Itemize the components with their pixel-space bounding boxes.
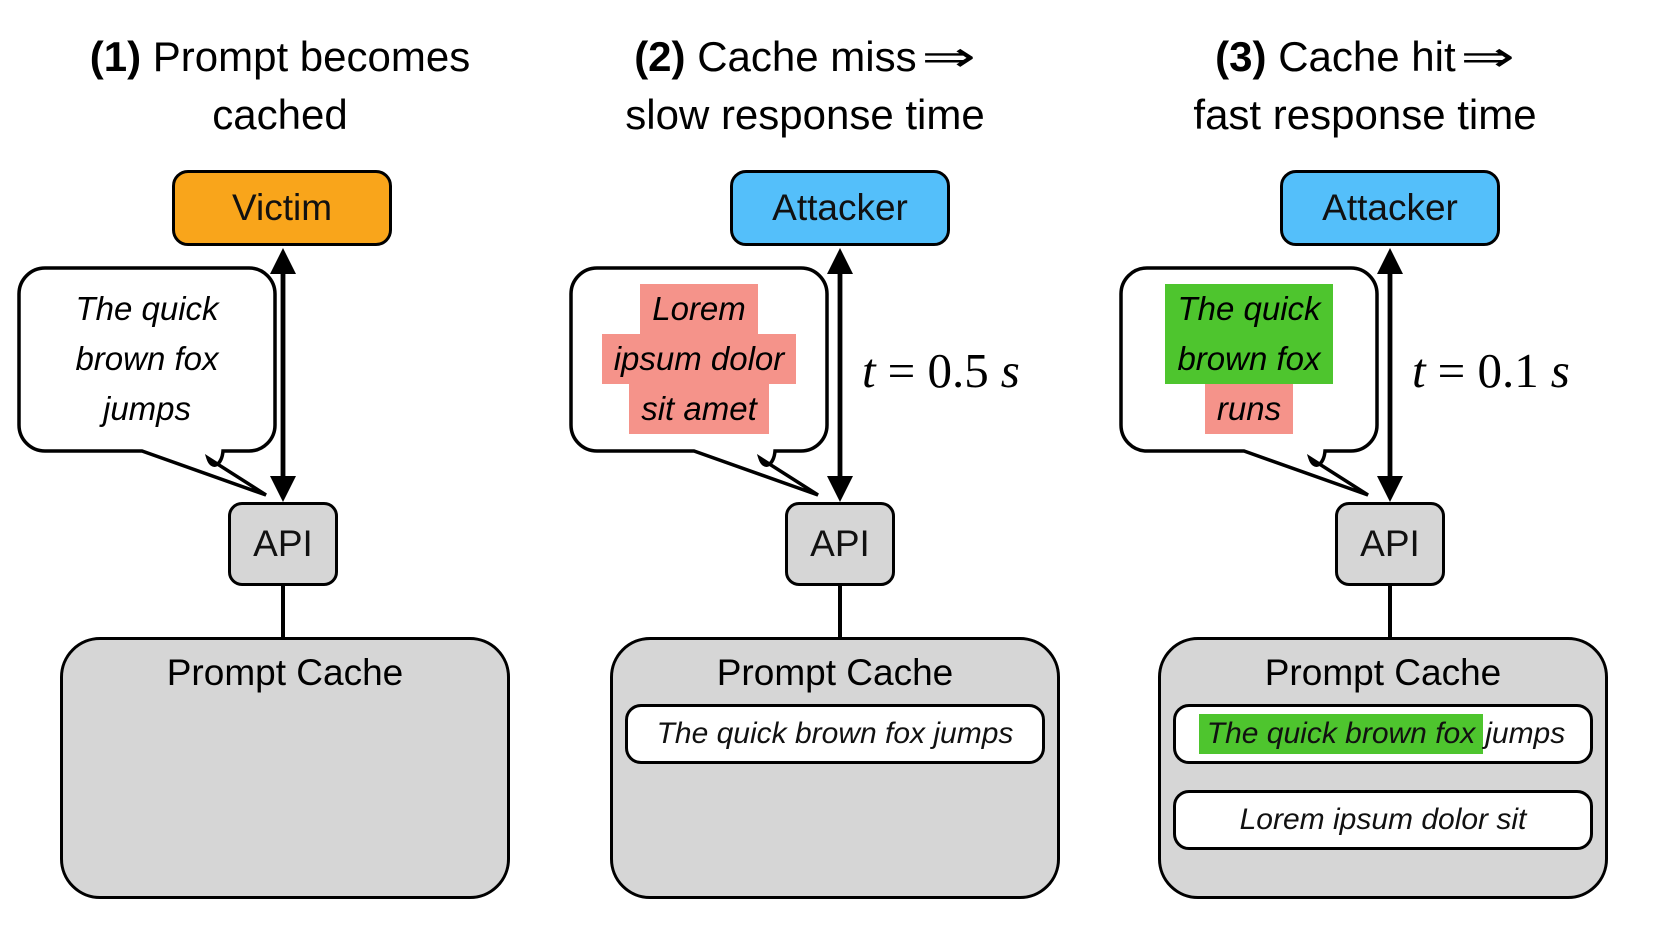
prompt-cache-title: Prompt Cache	[716, 652, 954, 693]
bubble-line: brown fox	[1165, 334, 1333, 384]
cache-entry-segment: jumps	[1485, 717, 1566, 750]
prompt-cache-box: Prompt Cache The quick brown fox jumps	[610, 637, 1060, 899]
bubble-line: The quick	[75, 290, 219, 327]
bubble-line: The quick	[1165, 284, 1333, 334]
cache-entry: The quick brown fox jumps	[625, 704, 1045, 764]
bubble-text: The quick brown fox runs	[1124, 273, 1374, 445]
bubble-line: Lorem	[640, 284, 758, 334]
cache-entry-segment: Lorem ipsum dolor sit	[1239, 803, 1527, 836]
cache-entry-segment: The quick brown fox jumps	[656, 717, 1014, 750]
api-cache-connector	[838, 584, 842, 639]
implies-arrow-icon: ⇒	[1459, 33, 1515, 80]
actor-label: Attacker	[1322, 187, 1458, 228]
panel-title-line2: cached	[212, 91, 348, 138]
bidirectional-arrow	[270, 248, 296, 502]
time-variable: t	[1412, 343, 1426, 398]
api-cache-connector	[281, 584, 285, 639]
panel-title-line1: (1) Prompt becomes	[89, 33, 471, 80]
bubble-text: Lorem ipsum dolor sit amet	[574, 273, 824, 445]
time-unit: s	[1000, 343, 1020, 398]
bubble-line: brown fox	[75, 340, 219, 377]
cache-entry: The quick brown fox jumps	[1173, 704, 1593, 764]
attacker-box: Attacker	[1280, 170, 1500, 246]
implies-arrow-icon: ⇒	[920, 33, 976, 80]
prompt-speech-bubble: The quick brown fox jumps	[16, 265, 278, 505]
prompt-cache-title: Prompt Cache	[1264, 652, 1502, 693]
api-box: API	[228, 502, 338, 586]
time-value: = 0.1	[1437, 343, 1539, 398]
api-label: API	[253, 523, 313, 564]
api-label: API	[810, 523, 870, 564]
bubble-text: The quick brown fox jumps	[22, 273, 272, 445]
step-number: (2)	[634, 33, 686, 80]
speech-bubble-shape	[17, 266, 277, 497]
bubble-line: sit amet	[629, 384, 769, 434]
panel-title: (2) Cache miss⇒ slow response time	[545, 28, 1065, 144]
actor-label: Victim	[231, 187, 333, 228]
panel-title-line1: (2) Cache miss⇒	[545, 28, 1065, 86]
time-unit: s	[1550, 343, 1570, 398]
prompt-cache-box: Prompt Cache The quick brown fox jumps L…	[1158, 637, 1608, 899]
panel-title-line2: fast response time	[1193, 91, 1537, 138]
cache-entry-segment: The quick brown fox	[1198, 714, 1484, 754]
prompt-speech-bubble: Lorem ipsum dolor sit amet	[568, 265, 830, 505]
bubble-line: ipsum dolor	[601, 334, 797, 384]
cache-entry: Lorem ipsum dolor sit	[1173, 790, 1593, 850]
api-cache-connector	[1388, 584, 1392, 639]
prompt-cache-box: Prompt Cache	[60, 637, 510, 899]
panel-title-line2: slow response time	[625, 91, 985, 138]
panel-title-line1: (3) Cache hit⇒	[1085, 28, 1645, 86]
victim-box: Victim	[172, 170, 392, 246]
api-box: API	[1335, 502, 1445, 586]
time-variable: t	[862, 343, 876, 398]
time-value: = 0.5	[887, 343, 989, 398]
actor-label: Attacker	[772, 187, 908, 228]
step-number: (3)	[1215, 33, 1267, 80]
bidirectional-arrow	[827, 248, 853, 502]
bidirectional-arrow	[1377, 248, 1403, 502]
attacker-box: Attacker	[730, 170, 950, 246]
prompt-cache-title: Prompt Cache	[166, 652, 404, 693]
prompt-speech-bubble: The quick brown fox runs	[1118, 265, 1380, 505]
api-label: API	[1360, 523, 1420, 564]
bubble-line: runs	[1204, 384, 1294, 434]
panel-title: (1) Prompt becomes cached	[20, 28, 540, 144]
panel-title: (3) Cache hit⇒ fast response time	[1085, 28, 1645, 144]
api-box: API	[785, 502, 895, 586]
bubble-line: jumps	[102, 390, 192, 427]
step-number: (1)	[89, 33, 142, 80]
